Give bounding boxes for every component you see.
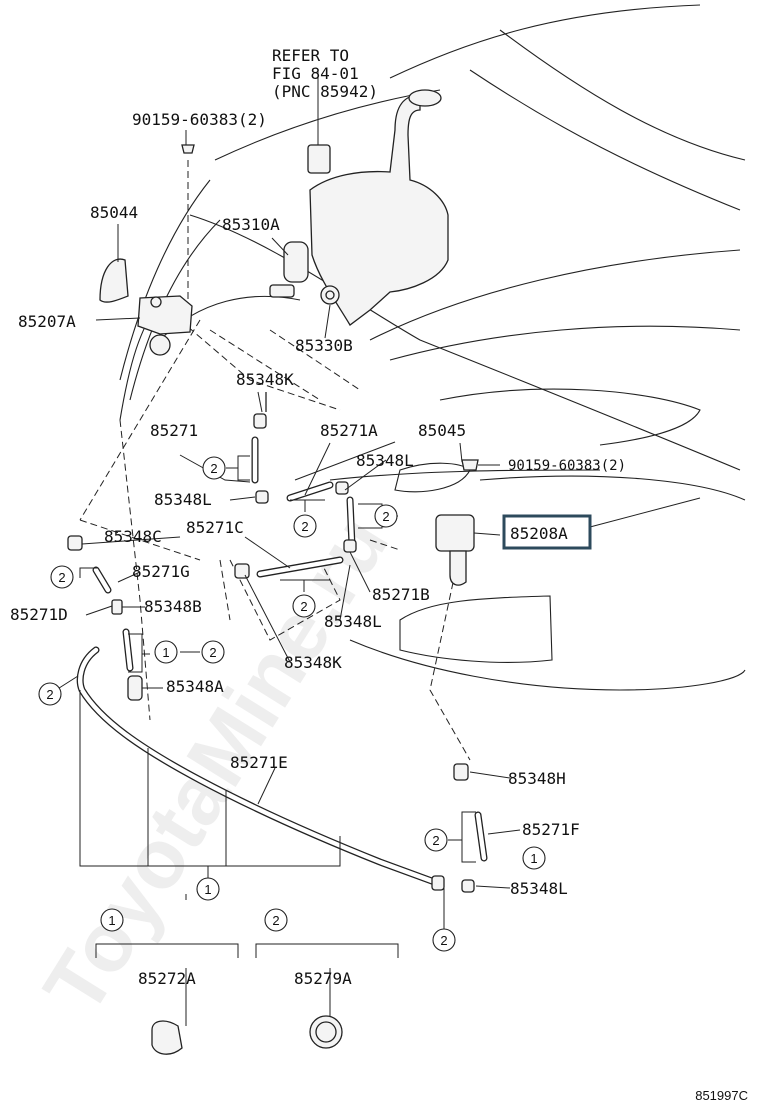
callout-1-a: 1 — [162, 645, 169, 660]
figure-code: 851997C — [695, 1088, 748, 1103]
watermark-text: ToyotaMinе.ru — [26, 498, 407, 1029]
label-85207A: 85207A — [18, 312, 76, 331]
label-85348A: 85348A — [166, 677, 224, 696]
washer-tank — [307, 70, 449, 326]
label-85348L-1: 85348L — [356, 451, 414, 470]
callout-circles: 2 2 2 2 2 1 2 2 2 1 1 2 1 2 — [38, 456, 546, 952]
label-85348H: 85348H — [508, 769, 566, 788]
label-85045: 85045 — [418, 421, 466, 440]
label-85348C: 85348C — [104, 527, 162, 546]
label-85271E: 85271E — [230, 753, 288, 772]
label-85348L-4: 85348L — [510, 879, 568, 898]
label-85271C: 85271C — [186, 518, 244, 537]
grommet-85044 — [99, 258, 129, 303]
grouping-brackets — [79, 455, 476, 958]
bolts — [181, 144, 479, 471]
clamp-85279A — [309, 1015, 343, 1049]
callout-2-b: 2 — [382, 509, 389, 524]
legend-callout-1: 1 — [108, 913, 115, 928]
label-85348K-top: 85348K — [236, 370, 294, 389]
label-85279A: 85279A — [294, 969, 352, 988]
label-85330B: 85330B — [295, 336, 353, 355]
label-90159-top: 90159-60383(2) — [132, 110, 267, 129]
connectors — [67, 392, 475, 893]
vehicle-body-outline — [119, 4, 746, 691]
hoses — [76, 436, 488, 888]
label-85271B: 85271B — [372, 585, 430, 604]
label-85271G: 85271G — [132, 562, 190, 581]
label-85044: 85044 — [90, 203, 138, 222]
clip-85272A — [151, 1020, 183, 1055]
washer-pump — [269, 241, 340, 305]
callout-2-h: 2 — [432, 833, 439, 848]
callout-2-c: 2 — [301, 519, 308, 534]
refer-line-3: (PNC 85942) — [272, 82, 378, 101]
watermark: ToyotaMinе.ru — [26, 498, 407, 1029]
label-85271D: 85271D — [10, 605, 68, 624]
legend-callout-2: 2 — [272, 913, 279, 928]
callout-2-d: 2 — [300, 599, 307, 614]
label-85348B: 85348B — [144, 597, 202, 616]
refer-line-2: FIG 84-01 — [272, 64, 359, 83]
label-90159-right: 90159-60383(2) — [508, 458, 626, 474]
label-85272A: 85272A — [138, 969, 196, 988]
label-85271F: 85271F — [522, 820, 580, 839]
label-85348L-2: 85348L — [154, 490, 212, 509]
callout-2-i: 2 — [440, 933, 447, 948]
callout-2-e: 2 — [58, 570, 65, 585]
highlight-box-85208A — [502, 514, 592, 550]
label-85271A: 85271A — [320, 421, 378, 440]
leader-lines — [55, 130, 701, 1026]
refer-line-1: REFER TO — [272, 46, 349, 65]
part-labels: REFER TO FIG 84-01 (PNC 85942) 90159-603… — [10, 46, 748, 1103]
callout-2-g: 2 — [46, 687, 53, 702]
label-85310A: 85310A — [222, 215, 280, 234]
label-85208A: 85208A — [510, 524, 568, 543]
label-85271: 85271 — [150, 421, 198, 440]
callout-2-a: 2 — [210, 461, 217, 476]
label-85348K-bottom: 85348K — [284, 653, 342, 672]
callout-2-f: 2 — [209, 645, 216, 660]
callout-1-b: 1 — [530, 851, 537, 866]
callout-1-c: 1 — [204, 882, 211, 897]
bracket-85207A — [137, 295, 193, 356]
label-85348L-3: 85348L — [324, 612, 382, 631]
